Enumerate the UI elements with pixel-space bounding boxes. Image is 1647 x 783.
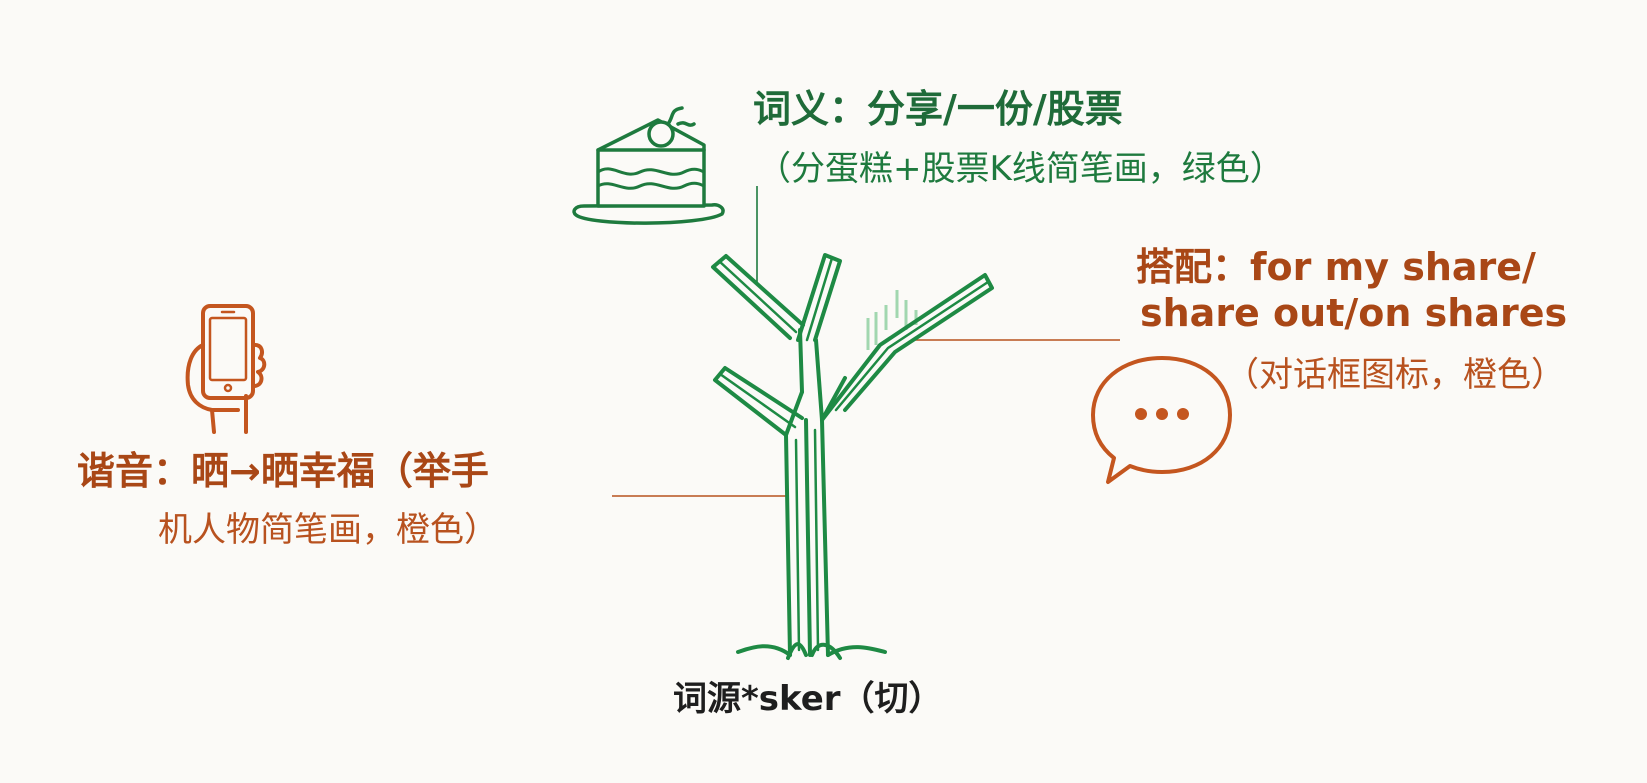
collocation-heading-line2: share out/on shares xyxy=(1140,291,1568,335)
connector-lines xyxy=(612,186,1120,497)
meaning-heading: 词义：分享/一份/股票 xyxy=(753,87,1123,131)
homophone-heading: 谐音：晒→晒幸福（举手 xyxy=(77,449,489,493)
tree-icon xyxy=(711,253,994,660)
stock-kline-icon xyxy=(866,290,918,350)
cake-slice-icon xyxy=(572,106,725,225)
homophone-note: 机人物简笔画，橙色） xyxy=(158,510,498,550)
etymology-label: 词源*sker（切） xyxy=(673,679,943,719)
chat-bubble-icon xyxy=(1091,356,1232,484)
collocation-note: （对话框图标，橙色） xyxy=(1225,355,1565,395)
hand-holding-phone-icon xyxy=(185,304,267,434)
meaning-note: （分蛋糕+股票K线简笔画，绿色） xyxy=(757,149,1284,189)
collocation-heading-line1: 搭配：for my share/ xyxy=(1136,245,1536,289)
